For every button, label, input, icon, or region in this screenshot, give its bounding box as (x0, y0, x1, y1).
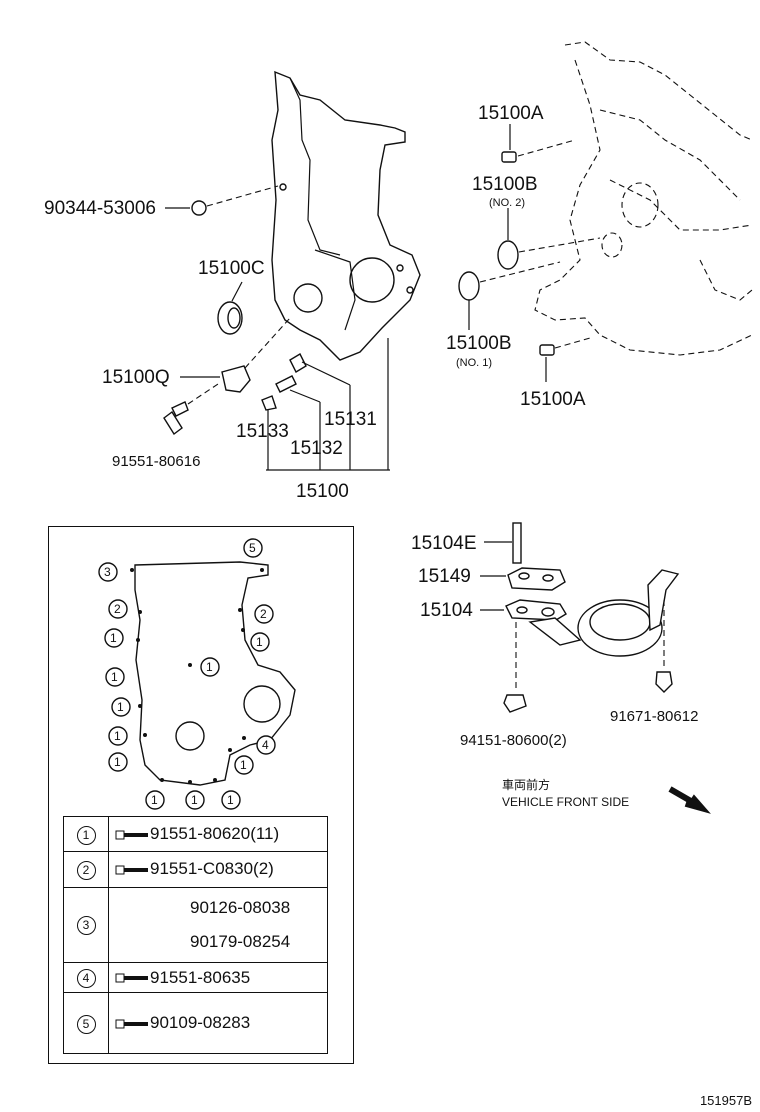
gasket-marker-1-left-c: 1 (111, 697, 131, 717)
bolt-91551-80616: 91551-80616 (112, 383, 219, 470)
bolt-icon (115, 830, 148, 840)
gasket-marker-1-center: 1 (200, 657, 220, 677)
svg-text:1: 1 (191, 793, 198, 807)
svg-text:1: 1 (151, 793, 158, 807)
svg-text:1: 1 (117, 700, 124, 714)
gasket-marker-1-right-b: 1 (234, 755, 254, 775)
svg-text:2: 2 (260, 607, 267, 621)
svg-text:1: 1 (206, 660, 213, 674)
label-15104: 15104 (420, 600, 473, 621)
svg-text:2: 2 (114, 602, 121, 616)
legend-part-5: 90109-08283 (150, 1013, 251, 1033)
oring-15100B-no1: 15100B (NO. 1) (446, 261, 561, 369)
timing-chain-cover (271, 70, 421, 361)
svg-text:1: 1 (240, 758, 247, 772)
legend-marker-5: 5 (76, 1014, 96, 1034)
gasket-marker-5: 5 (243, 538, 263, 558)
label-91551-80616: 91551-80616 (112, 453, 200, 470)
svg-text:1: 1 (114, 729, 121, 743)
dowel-15100A-top: 15100A (478, 103, 576, 163)
gasket-marker-1-left-d: 1 (108, 726, 128, 746)
label-15100: 15100 (296, 481, 349, 502)
gasket-marker-1-left-e: 1 (108, 752, 128, 772)
small-parts-group: 15133 15132 15131 15100 (236, 338, 390, 502)
label-15100A-top: 15100A (478, 103, 544, 124)
label-no2: (NO. 2) (489, 197, 525, 209)
label-15100A-bottom: 15100A (520, 389, 586, 410)
svg-text:4: 4 (262, 738, 269, 752)
label-90344-53006: 90344-53006 (44, 198, 156, 219)
gasket-marker-1-left-b: 1 (105, 667, 125, 687)
engine-block-outline (534, 41, 753, 356)
oil-seal-15100C: 15100C (198, 258, 265, 335)
legend-part-2: 91551-C0830(2) (150, 859, 274, 879)
gasket-marker-2-right: 2 (254, 604, 274, 624)
legend-marker-3: 3 (76, 916, 96, 936)
legend-row-2: 2 91551-C0830(2) (63, 851, 328, 888)
figure-id: 151957B (699, 1093, 752, 1108)
label-15132: 15132 (290, 438, 343, 459)
label-15100B-no1: 15100B (446, 333, 512, 354)
legend-row-5: 5 90109-08283 (63, 992, 328, 1054)
dowel-15100A-bottom: 15100A (520, 337, 591, 410)
legend-marker-2: 2 (76, 860, 96, 880)
legend-row-4: 4 91551-80635 (63, 962, 328, 994)
svg-text:1: 1 (111, 670, 118, 684)
bolt-position-diagram: 5 3 2 1 1 1 1 1 2 1 1 4 1 1 1 1 (98, 538, 296, 810)
bolt-icon (115, 1019, 148, 1029)
svg-text:1: 1 (227, 793, 234, 807)
legend-marker-1: 1 (76, 825, 96, 845)
label-15149: 15149 (418, 566, 471, 587)
label-15100B-no2: 15100B (472, 174, 538, 195)
label-no1: (NO. 1) (456, 357, 492, 369)
legend-part-3b: 90179-08254 (190, 931, 291, 951)
label-91671-80612: 91671-80612 (610, 708, 698, 725)
gasket-marker-1-bottom-c: 1 (221, 790, 241, 810)
plug-90344: 90344-53006 (44, 185, 279, 219)
svg-text:1: 1 (110, 631, 117, 645)
label-vehicle-front-jp: 車両前方 (502, 777, 550, 792)
oil-strainer-group: 15104E 15149 15104 94151-80600(2) 91671-… (411, 522, 698, 749)
svg-text:1: 1 (114, 755, 121, 769)
label-vehicle-front-en: VEHICLE FRONT SIDE (502, 795, 629, 809)
vehicle-front-indicator: 車両前方 VEHICLE FRONT SIDE (502, 777, 711, 814)
bolt-icon (115, 865, 148, 875)
sensor-15100Q: 15100Q (102, 317, 291, 393)
svg-text:3: 3 (104, 565, 111, 579)
label-94151-80600: 94151-80600(2) (460, 732, 567, 749)
bolt-icon (115, 973, 148, 983)
gasket-marker-1-bottom-a: 1 (145, 790, 165, 810)
gasket-marker-3: 3 (98, 562, 118, 582)
label-15133: 15133 (236, 421, 289, 442)
label-15100Q: 15100Q (102, 367, 170, 388)
legend-part-3a: 90126-08038 (190, 897, 291, 917)
legend-row-1: 1 91551-80620(11) (63, 815, 328, 853)
gasket-marker-1-right: 1 (250, 632, 270, 652)
gasket-marker-2-left: 2 (108, 599, 128, 619)
legend-part-4: 91551-80635 (150, 967, 251, 987)
oring-15100B-no2: 15100B (NO. 2) (472, 174, 601, 270)
gasket-marker-4: 4 (256, 735, 276, 755)
svg-text:5: 5 (249, 541, 256, 555)
legend-part-1: 91551-80620(11) (150, 824, 280, 844)
label-15100C: 15100C (198, 258, 265, 279)
gasket-marker-1-bottom-b: 1 (185, 790, 205, 810)
bolt-legend-table: 1 91551-80620(11) 2 91551-C0830(2) 3 901… (63, 815, 328, 1054)
label-15104E: 15104E (411, 533, 477, 554)
svg-text:1: 1 (256, 635, 263, 649)
legend-row-3: 3 90126-08038 90179-08254 (63, 886, 328, 964)
bolt-legend-frame (48, 526, 354, 1064)
label-15131: 15131 (324, 409, 377, 430)
legend-marker-4: 4 (76, 969, 96, 989)
gasket-marker-1-left-a: 1 (104, 628, 124, 648)
